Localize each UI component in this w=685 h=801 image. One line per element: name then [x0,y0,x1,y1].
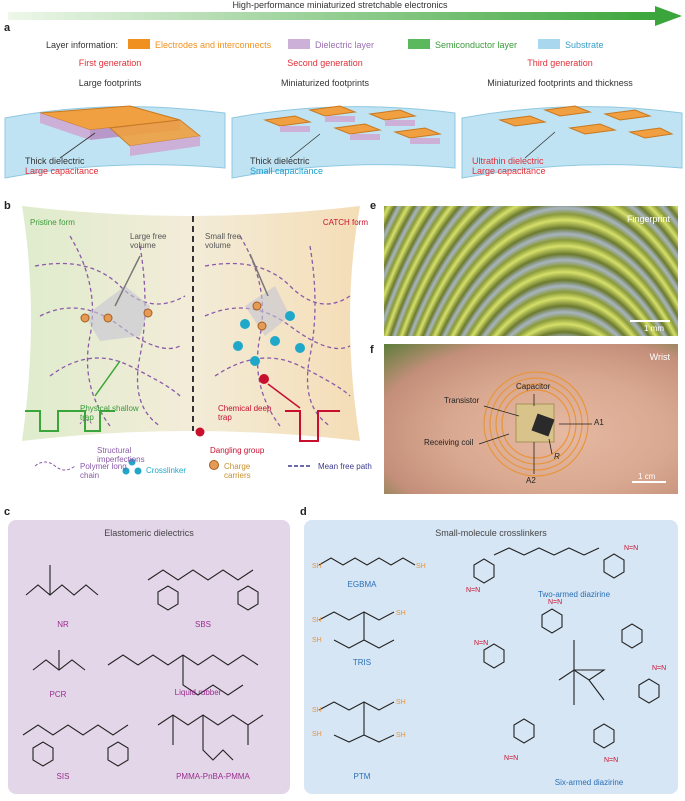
transistor-chip [531,413,555,437]
legend-title: Layer information: [46,40,119,50]
mol-sis: SIS [56,772,70,781]
dangling-label: Dangling group [210,446,265,455]
panel-d-label: d [300,506,307,518]
crosslinker-panel: Small-molecule crosslinkers SH SH SH SH SH [304,520,678,794]
deep-trap [285,410,340,442]
svg-text:SH: SH [312,731,322,738]
svg-text:N=N: N=N [504,755,518,762]
gen3-footprint: Miniaturized footprints and thickness [487,78,633,88]
dangling-group-mark [259,374,269,384]
transistor-label: Transistor [444,396,480,405]
progress-arrow [8,6,682,26]
gen2-footprint: Miniaturized footprints [280,78,370,88]
mol-sbs: SBS [194,620,211,629]
gen3-capacitance: Large capacitance [472,166,546,176]
elastomer-structures [22,565,264,767]
carriers-label: Charge carriers [224,462,251,480]
mol-ptm: PTM [353,772,371,781]
scale-bar-e [630,320,670,322]
mol-tris: TRIS [352,658,372,667]
panel-d-title: Small-molecule crosslinkers [435,528,547,538]
trap-diagram [22,206,360,475]
physical-trap-label: Physical shallow trap [80,404,139,422]
gen1-footprint: Large footprints [78,78,142,88]
mol-egbma: EGBMA [347,580,377,589]
svg-text:N=N: N=N [548,599,562,606]
svg-text:SH: SH [312,637,322,644]
gen3-dielectric: Ultrathin dielectric [472,156,544,166]
shallow-trap [25,410,115,432]
svg-text:SH: SH [416,563,426,570]
panel-b-label: b [4,200,11,212]
wrist-photo: Wrist Capacitor Transistor Receiving coi… [384,344,678,494]
svg-text:N=N: N=N [652,665,666,672]
gen2-label: Second generation [287,58,363,68]
pristine-label: Pristine form [30,218,75,227]
gen1-capacitance: Large capacitance [25,166,99,176]
polymer-label: Polymer long chain [80,462,127,480]
trap-background [22,206,360,441]
mol-liquid-rubber: Liquid rubber [174,688,222,697]
gen2-dielectric: Thick dielectric [250,156,310,166]
mol-nr: NR [57,620,69,629]
mol-pcr: PCR [49,690,67,699]
gen2-capacitance: Small capacitance [250,166,324,176]
svg-text:SH: SH [312,563,322,570]
svg-text:N=N: N=N [604,757,618,764]
svg-text:N=N: N=N [624,545,638,552]
fingerprint-photo: Fingerprint 1 mm [384,206,678,336]
svg-text:SH: SH [396,732,406,739]
a2-label: A2 [526,476,536,485]
capacitor-label: Capacitor [516,382,551,391]
panel-c-label: c [4,506,11,518]
structural-label: Structural imperfections [97,446,145,464]
crosslinker-structures: SH SH SH SH SH SH SH SH SH N=N N=N N=N N=N N=N N=… [312,545,666,764]
generation-devices [4,105,683,179]
scale-e: 1 mm [644,324,664,333]
a1-label: A1 [594,418,604,427]
catch-label: CATCH form [322,218,368,227]
fingerprint-caption: Fingerprint [626,214,670,224]
small-free-volume: Small free volume [205,232,242,250]
svg-text:SH: SH [312,617,322,624]
gen3-label: Third generation [527,58,593,68]
large-free-volume: Large free volume [130,232,167,250]
gen1-dielectric: Thick dielectric [25,156,85,166]
r-label: R [554,452,560,461]
elastomeric-panel: Elastomeric dielectrics NR SBS PCR L [8,520,290,794]
mfp-label: Mean free path [318,462,372,471]
gen1-label: First generation [78,58,142,68]
arrow-title: High-performance miniaturized stretchabl… [232,0,448,10]
svg-text:SH: SH [396,699,406,706]
svg-text:N=N: N=N [466,587,480,594]
svg-text:N=N: N=N [474,640,488,647]
panel-c-title: Elastomeric dielectrics [104,528,194,538]
mol-pmma: PMMA-PnBA-PMMA [176,772,250,781]
scale-f: 1 cm [638,472,656,481]
crosslinker-label: Crosslinker [146,466,187,475]
panel-a-label: a [4,22,11,34]
panel-e-label: e [370,200,377,212]
receiving-coil-label: Receiving coil [424,438,474,447]
chemical-trap-label: Chemical deep trap [218,404,272,422]
svg-text:SH: SH [396,610,406,617]
panel-f-label: f [370,344,374,356]
mol-two-armed: Two-armed diazirine [537,590,611,599]
svg-text:SH: SH [312,707,322,714]
wrist-caption: Wrist [649,352,670,362]
mol-six-armed: Six-armed diazirine [554,778,624,787]
